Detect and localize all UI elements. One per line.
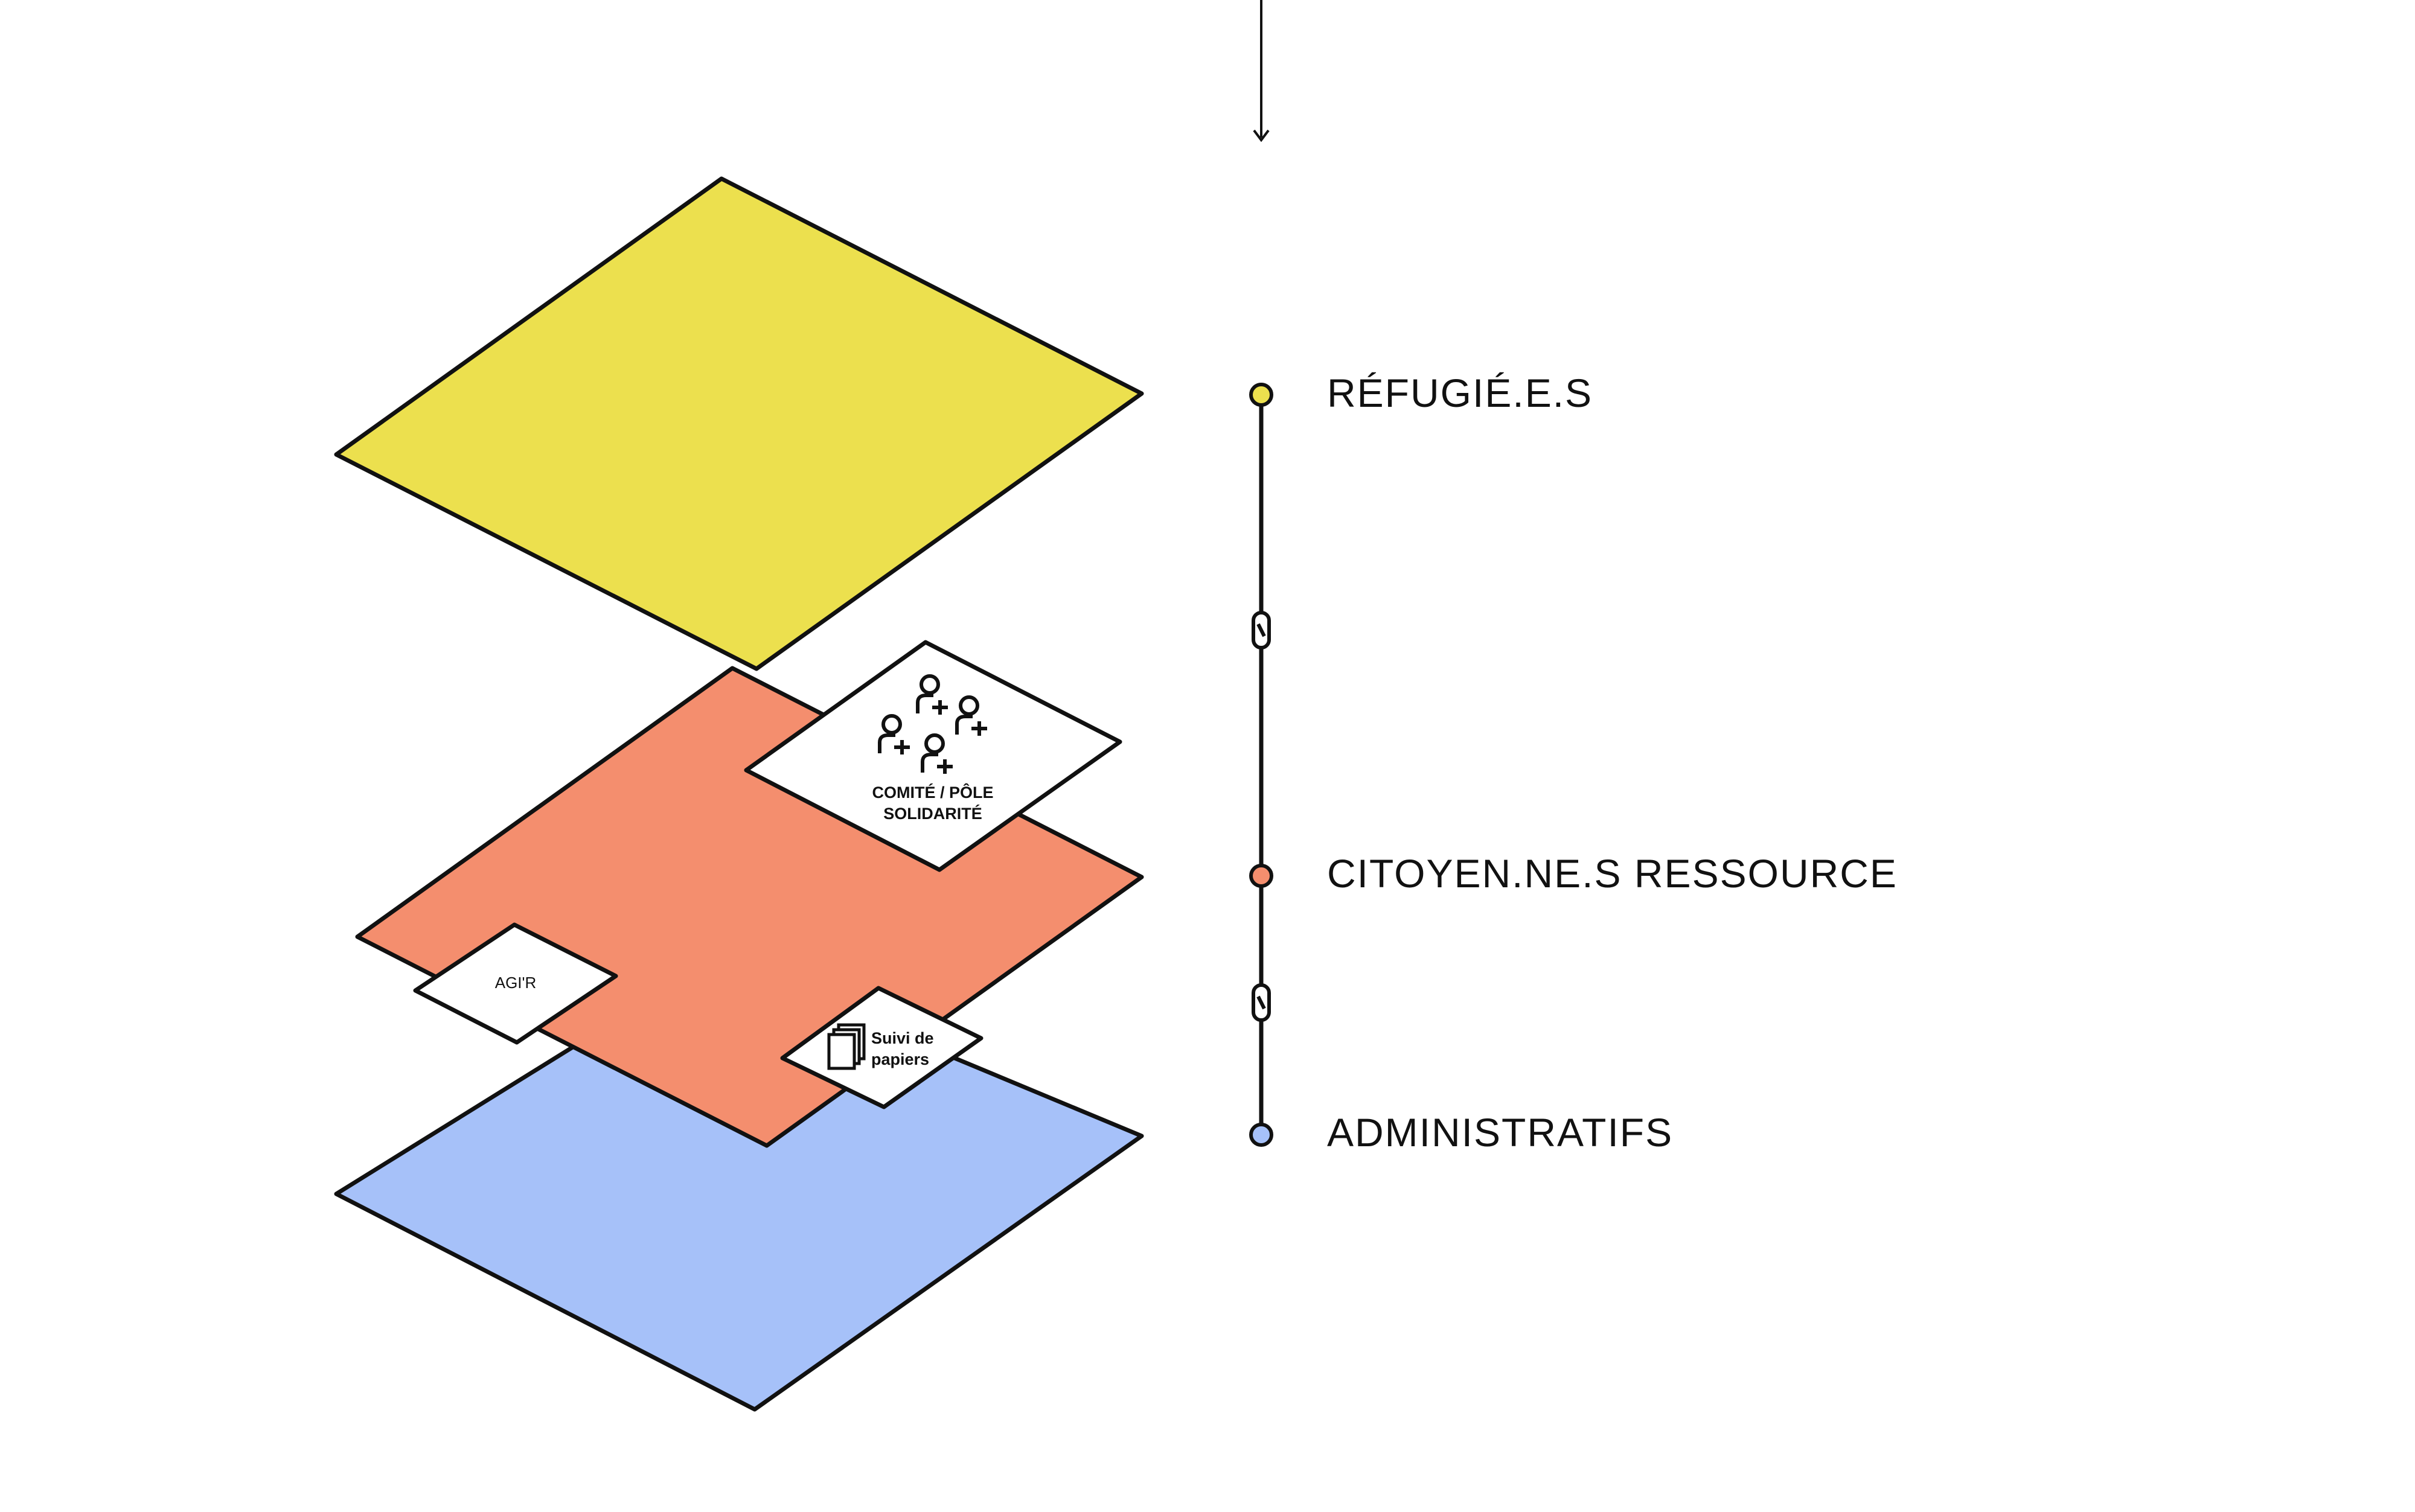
tile-suivi-line1: Suivi de — [871, 1029, 934, 1047]
label-administratifs: ADMINISTRATIFS — [1327, 1110, 1674, 1155]
dot-citoyens — [1249, 864, 1273, 888]
chain-link-icon — [1252, 611, 1271, 649]
tile-agir — [413, 922, 618, 1045]
documents-icon — [827, 1023, 866, 1070]
tile-suivi-text: Suivi de papiers — [871, 1028, 962, 1070]
tile-suivi — [780, 986, 984, 1109]
tile-suivi-line2: papiers — [871, 1050, 930, 1069]
dot-refugies — [1249, 383, 1273, 407]
arrow-down-icon — [1253, 129, 1270, 142]
chain-link-icon — [1252, 983, 1271, 1022]
label-citoyens: CITOYEN.NE.S RESSOURCE — [1327, 851, 1898, 896]
layer-refugies-plane — [334, 176, 1144, 671]
tile-comite-line1: COMITÉ / PÔLE — [872, 783, 994, 802]
tile-agir-text: AGI'R — [494, 974, 537, 992]
tile-comite-line2: SOLIDARITÉ — [883, 805, 982, 823]
dot-administratifs — [1249, 1123, 1273, 1147]
tile-comite-text: COMITÉ / PÔLE SOLIDARITÉ — [845, 782, 1020, 825]
label-refugies: RÉFUGIÉ.E.S — [1327, 371, 1593, 415]
